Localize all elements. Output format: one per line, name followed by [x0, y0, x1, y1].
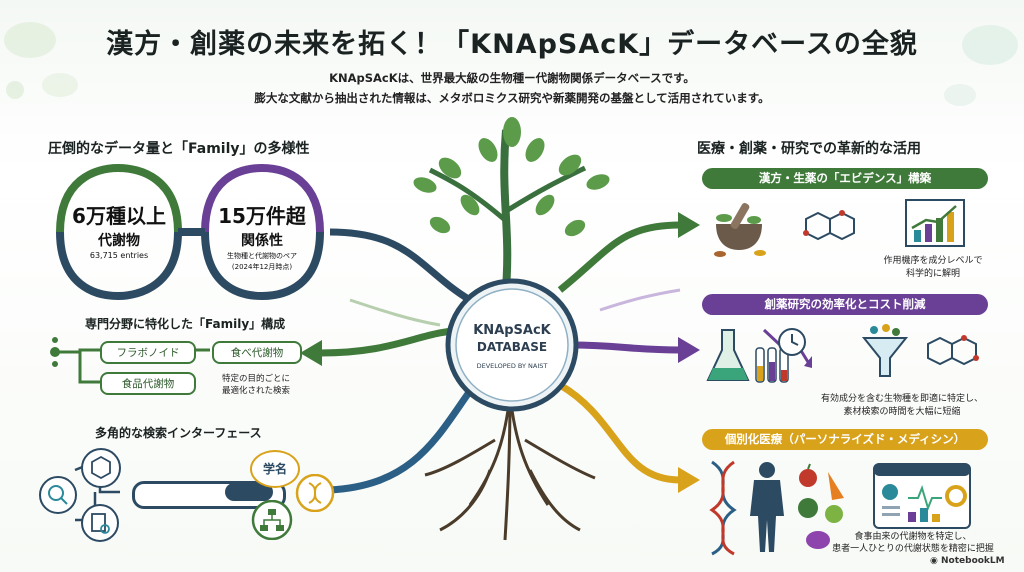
- arrow-right-personal: [678, 467, 700, 493]
- arrow-right-drug: [678, 337, 700, 363]
- branch-to-stats: [329, 228, 472, 304]
- lab-flask-icon: [706, 328, 812, 383]
- family-food-metabolites[interactable]: 食品代謝物: [100, 372, 196, 395]
- tree-trunk: [500, 129, 512, 301]
- family-edible-metabolites[interactable]: 食べ代謝物: [212, 341, 302, 364]
- branch-to-personal: [558, 381, 681, 484]
- banner-personalized-medicine: 個別化医療（パーソナライズド・メディシン）: [702, 429, 988, 450]
- stat-rings: [56, 163, 324, 300]
- stat-relations-note-1: 生物種と代謝物のペア: [227, 252, 297, 260]
- stat-relations-label: 関係性: [241, 233, 283, 249]
- tree-branch-r: [506, 165, 587, 213]
- tree-leaves: [413, 117, 610, 237]
- section-family-title: 専門分野に特化した「Family」構成: [85, 317, 286, 331]
- brand-icon: ◉: [930, 556, 941, 566]
- corner-cells-left: [4, 22, 78, 99]
- clock-icon: [778, 328, 806, 356]
- patient-dashboard-icon: [873, 463, 971, 529]
- personal-caption-1: 食事由来の代謝物を特定し、: [854, 532, 972, 542]
- tree-branch-l: [428, 167, 507, 222]
- hierarchy-search-icon[interactable]: [250, 500, 294, 540]
- arrow-left-family: [300, 340, 322, 366]
- human-body-icon: [750, 462, 784, 552]
- stat-metabolites-count: 6万種以上: [72, 204, 166, 228]
- branch-to-evidence: [557, 221, 681, 293]
- family-flavonoid[interactable]: フラボノイド: [100, 341, 196, 364]
- drug-caption-1: 有効成分を含む生物種を即適に特定し、: [820, 394, 983, 404]
- subtitle-line-2: 膨大な文献から抽出された情報は、メタボロミクス研究や新薬開発の基盤として活用され…: [254, 91, 770, 105]
- document-search-icon[interactable]: [80, 504, 120, 542]
- dna-search-icon[interactable]: [295, 474, 335, 512]
- core-developer: DEVELOPED BY NAIST: [476, 362, 548, 370]
- stat-metabolites-note: 63,715 entries: [89, 251, 149, 260]
- section-data-volume-title: 圧倒的なデータ量と「Family」の多様性: [48, 141, 310, 157]
- core-title: KNApSAcK: [473, 323, 551, 338]
- search-button[interactable]: [225, 483, 273, 501]
- scientific-name-search-button[interactable]: 学名: [250, 450, 300, 488]
- family-connectors: [50, 337, 210, 384]
- mortar-herbs-icon: [714, 202, 766, 257]
- molecule-icon-2: [927, 335, 979, 366]
- branch-to-drug: [569, 341, 681, 354]
- core-database: DATABASE: [476, 340, 548, 354]
- notebooklm-brand: ◉ NotebookLM: [930, 556, 1005, 566]
- drug-caption-2: 素材検索の時間を大幅に短縮: [843, 407, 961, 417]
- vegetables-icon: [798, 463, 844, 549]
- growth-chart-icon: [905, 199, 965, 247]
- molecule-icon: [803, 210, 855, 241]
- subtitle-line-1: KNApSAcKは、世界最大級の生物種ー代謝物関係データベースです。: [329, 71, 695, 85]
- stat-metabolites-label: 代謝物: [98, 233, 140, 249]
- banner-drug-discovery: 創薬研究の効率化とコスト削減: [702, 294, 988, 315]
- funnel-icon: [861, 324, 909, 377]
- molecule-search-icon[interactable]: [80, 448, 122, 488]
- section-applications-title: 医療・創薬・研究での革新的な活用: [697, 141, 921, 157]
- section-search-title: 多角的な検索インターフェース: [95, 426, 262, 440]
- analytics-search-icon[interactable]: [38, 476, 78, 514]
- evidence-caption-1: 作用機序を成分レベルで: [883, 256, 983, 266]
- family-note-2: 最適化された検索: [221, 386, 290, 396]
- evidence-caption-2: 科学的に解明: [905, 269, 960, 279]
- stat-relations-note-2: (2024年12月時点): [231, 263, 293, 271]
- brand-label: NotebookLM: [941, 556, 1005, 566]
- stat-relations-count: 15万件超: [218, 204, 306, 228]
- arrow-right-evidence: [678, 212, 700, 238]
- dna-helix-icon: [709, 460, 737, 556]
- family-note-1: 特定の目的ごとに: [221, 374, 290, 384]
- branch-to-search: [329, 377, 481, 494]
- corner-cells-right: [944, 25, 1018, 106]
- banner-kampo-evidence: 漢方・生薬の「エビデンス」構築: [702, 168, 988, 189]
- page-title: 漢方・創薬の未来を拓く！「KNApSAcK」データベースの全貌: [106, 29, 918, 60]
- personal-caption-2: 患者一人ひとりの代謝状態を精密に把握: [832, 544, 994, 554]
